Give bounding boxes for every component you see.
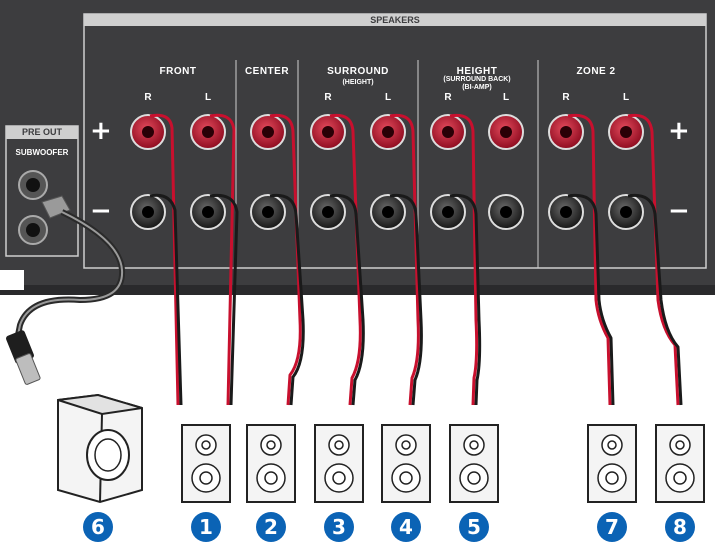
group-label-zone2: ZONE 2 [576,66,616,77]
speaker-box [314,424,364,503]
channel-r: R [562,92,570,103]
minus-sign-left: − [90,196,112,226]
terminal-minus [370,194,406,230]
group-label-height: HEIGHT [456,66,498,77]
speaker-cables [149,113,683,406]
speaker-box [246,424,296,503]
cable-front-l [209,113,239,406]
group-sub-surround: (HEIGHT) [342,79,374,86]
cable-zone2-l [627,113,683,406]
subwoofer-cable [6,195,126,385]
badge-3: 3 [324,512,354,542]
terminal-plus [430,114,466,150]
channel-l: L [384,92,392,103]
pre-out-title-bar [6,126,78,139]
terminal-minus [430,194,466,230]
terminal-plus [250,114,286,150]
terminal-plus [190,114,226,150]
channel-r: R [444,92,452,103]
speakers-title-bar [84,14,706,26]
cable-zone2-r [567,113,615,406]
speaker-box [655,424,705,503]
group-label-center: CENTER [244,66,290,77]
group-label-surround: SURROUND [327,66,389,77]
terminal-minus [250,194,286,230]
terminal-minus [190,194,226,230]
badge-1: 1 [191,512,221,542]
speaker-box [449,424,499,503]
plus-sign-left: + [90,116,112,146]
speakers-title: SPEAKERS [370,15,420,25]
terminal-plus [608,114,644,150]
speaker-box [587,424,637,503]
terminal-minus [548,194,584,230]
badge-subwoofer: 6 [83,512,113,542]
terminal-plus [130,114,166,150]
channel-l: L [502,92,510,103]
terminals-minus [130,194,644,230]
plus-sign-right: + [668,116,690,146]
speaker-box [181,424,231,503]
badge-4: 4 [391,512,421,542]
panel-left-step [0,270,24,290]
terminal-plus [548,114,584,150]
minus-sign-right: − [668,196,690,226]
cable-surround-r [329,113,365,406]
terminal-minus [310,194,346,230]
badge-7: 7 [597,512,627,542]
terminal-minus [488,194,524,230]
terminal-minus [608,194,644,230]
cable-front-r [149,113,183,406]
terminal-plus [488,114,524,150]
group-sub-height: (SURROUND BACK) [443,76,511,83]
terminal-plus [370,114,406,150]
group-label-front: FRONT [159,66,197,77]
badge-8: 8 [665,512,695,542]
channel-r: R [144,92,152,103]
cable-surround-l [389,113,423,406]
subwoofer-box [57,393,143,504]
speaker-box [381,424,431,503]
speakers-row [181,424,705,503]
terminal-plus [310,114,346,150]
subwoofer-jack [18,170,48,200]
cable-center [269,113,305,406]
terminals-plus [130,114,644,150]
badge-2: 2 [256,512,286,542]
channel-l: L [204,92,212,103]
channel-r: R [324,92,332,103]
terminal-minus [130,194,166,230]
badge-5: 5 [459,512,489,542]
cable-height-r [449,113,482,406]
group-sub2-height: (BI-AMP) [462,84,492,91]
channel-l: L [622,92,630,103]
subwoofer-jack [18,215,48,245]
pre-out-title: PRE OUT [21,127,62,137]
subwoofer-label: SUBWOOFER [15,148,69,157]
